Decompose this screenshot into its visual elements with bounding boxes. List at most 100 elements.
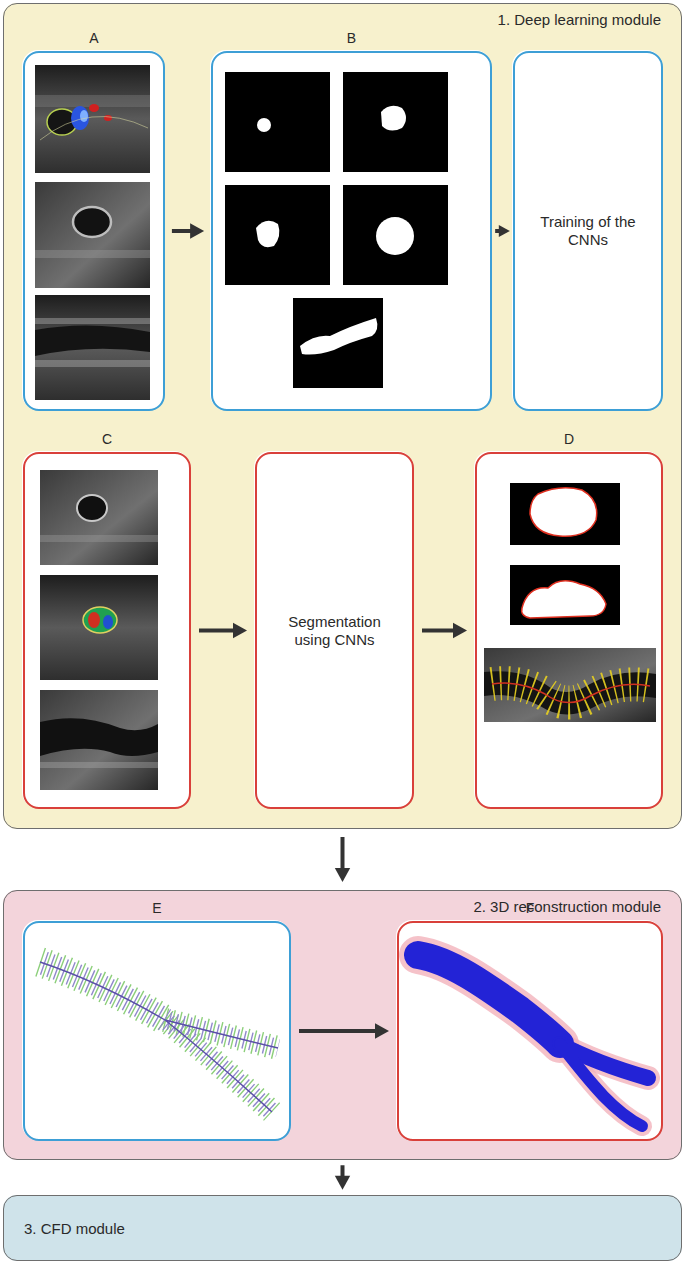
box-fills-part <box>512 50 662 410</box>
module-panel: 3. CFD module <box>3 1195 682 1261</box>
panel-letter: B <box>213 30 490 46</box>
module-fills-part <box>3 1195 682 1261</box>
flow-arrow <box>495 225 510 237</box>
box-fills-part <box>474 451 662 808</box>
segmentation-results-d-part <box>484 648 656 722</box>
arrow-head <box>453 623 467 638</box>
arrow-shaft <box>172 229 193 233</box>
ultrasound-images-a-part <box>40 116 148 140</box>
mask-images-b-part <box>343 72 448 172</box>
ultrasound-images-c-part <box>40 762 158 768</box>
ultrasound-images-a-part <box>35 325 150 356</box>
flow-arrow <box>335 837 350 882</box>
ultrasound-images-a-part <box>35 318 150 324</box>
ultrasound-images-a <box>35 65 150 400</box>
ultrasound-images-a-part <box>89 104 99 112</box>
segmentation-results-d-part <box>522 581 606 618</box>
ultrasound-images-c-part <box>103 615 113 629</box>
segmentation-results-d <box>484 483 656 722</box>
vessel-model-f-part <box>418 955 560 1044</box>
ultrasound-images-a-part <box>35 250 150 258</box>
mask-images-b-part <box>257 118 271 132</box>
arrow-head <box>335 868 350 882</box>
process-box: Training of the CNNs <box>513 51 663 411</box>
ultrasound-images-c-part <box>77 495 107 521</box>
image-group-box: E <box>23 921 291 1141</box>
segmentation-results-d-part <box>484 671 656 714</box>
mask-images-b-part <box>300 318 377 355</box>
process-box: Segmentation using CNNs <box>255 452 414 809</box>
arrow-shaft <box>422 629 456 633</box>
wireframe-centerline-e <box>40 962 278 1112</box>
vessel-model-f <box>418 955 648 1126</box>
module-title: 1. Deep learning module <box>498 11 661 28</box>
ultrasound-images-c-part <box>40 535 158 542</box>
mask-images-b-part <box>225 72 330 172</box>
panel-letter: F <box>399 900 661 916</box>
box-fills-part <box>254 451 413 808</box>
ultrasound-images-a-part <box>35 295 150 400</box>
flow-arrow <box>299 1023 389 1038</box>
ultrasound-images-c-part <box>40 575 158 680</box>
mask-images-b-part <box>376 217 414 255</box>
flow-arrow <box>335 1165 350 1190</box>
flow-arrow <box>422 623 467 638</box>
ultrasound-images-c-part <box>40 690 158 790</box>
panel-letter: E <box>25 900 289 916</box>
ultrasound-images-a-part <box>80 110 88 122</box>
segmentation-results-d-part <box>492 683 650 702</box>
vessel-model-f-part <box>560 1044 642 1126</box>
panel-letter: C <box>25 431 189 447</box>
panel-letter: D <box>477 431 661 447</box>
ultrasound-images-a-part <box>73 207 111 237</box>
ultrasound-images-c-part <box>40 718 158 756</box>
segmentation-results-d-part <box>492 683 650 702</box>
module-fills-part <box>3 890 682 1160</box>
ultrasound-images-c-part <box>88 612 100 628</box>
flow-arrow <box>199 623 247 638</box>
image-group-box: B <box>211 51 492 411</box>
box-label: Training of the CNNs <box>532 213 644 249</box>
ultrasound-images-c <box>40 470 158 790</box>
ultrasound-images-a-part <box>35 65 150 173</box>
image-group-box: C <box>23 452 191 809</box>
mask-images-b-part <box>293 298 383 388</box>
mask-images-b-part <box>343 185 448 285</box>
panel-letter: A <box>25 30 163 46</box>
arrow-shaft <box>199 629 236 633</box>
arrow-head <box>335 1176 350 1190</box>
mask-images-b-part <box>225 185 330 285</box>
image-group-box: D <box>475 452 663 809</box>
box-fills-part <box>396 920 662 1140</box>
mask-images-b-part <box>381 106 406 131</box>
wireframe-centerline-e-part <box>40 962 165 1020</box>
module-panel: 1. Deep learning moduleABTraining of the… <box>3 3 682 829</box>
segmentation-results-d-part <box>510 565 620 625</box>
ultrasound-images-a-part <box>104 115 112 121</box>
wireframe-centerline-e-part <box>40 962 278 1112</box>
vessel-model-f-part <box>418 955 560 1044</box>
segmentation-results-d-part <box>530 488 597 536</box>
module-title: 2. 3D reconstruction module <box>473 898 661 915</box>
module-fills <box>3 3 682 1261</box>
box-fills-part <box>22 920 290 1140</box>
ultrasound-images-c-part <box>40 470 158 565</box>
ultrasound-images-a-part <box>35 182 150 288</box>
ultrasound-images-c-part <box>83 607 117 633</box>
wireframe-centerline-e-part <box>40 962 165 1020</box>
arrow-shaft <box>299 1029 378 1033</box>
mask-images-b <box>225 72 448 388</box>
module-panel: 2. 3D reconstruction moduleEF <box>3 890 682 1160</box>
arrow-head <box>499 225 510 237</box>
arrow-head <box>375 1023 389 1038</box>
mask-images-b-part <box>256 221 279 247</box>
image-group-box: A <box>23 51 165 411</box>
box-label: Segmentation using CNNs <box>279 613 391 649</box>
flow-arrow <box>172 223 204 238</box>
box-fills-part <box>210 50 491 410</box>
image-group-box: F <box>397 921 663 1141</box>
arrow-head <box>190 223 204 238</box>
segmentation-results-d-part <box>510 483 620 545</box>
module-fills-part <box>3 3 682 829</box>
